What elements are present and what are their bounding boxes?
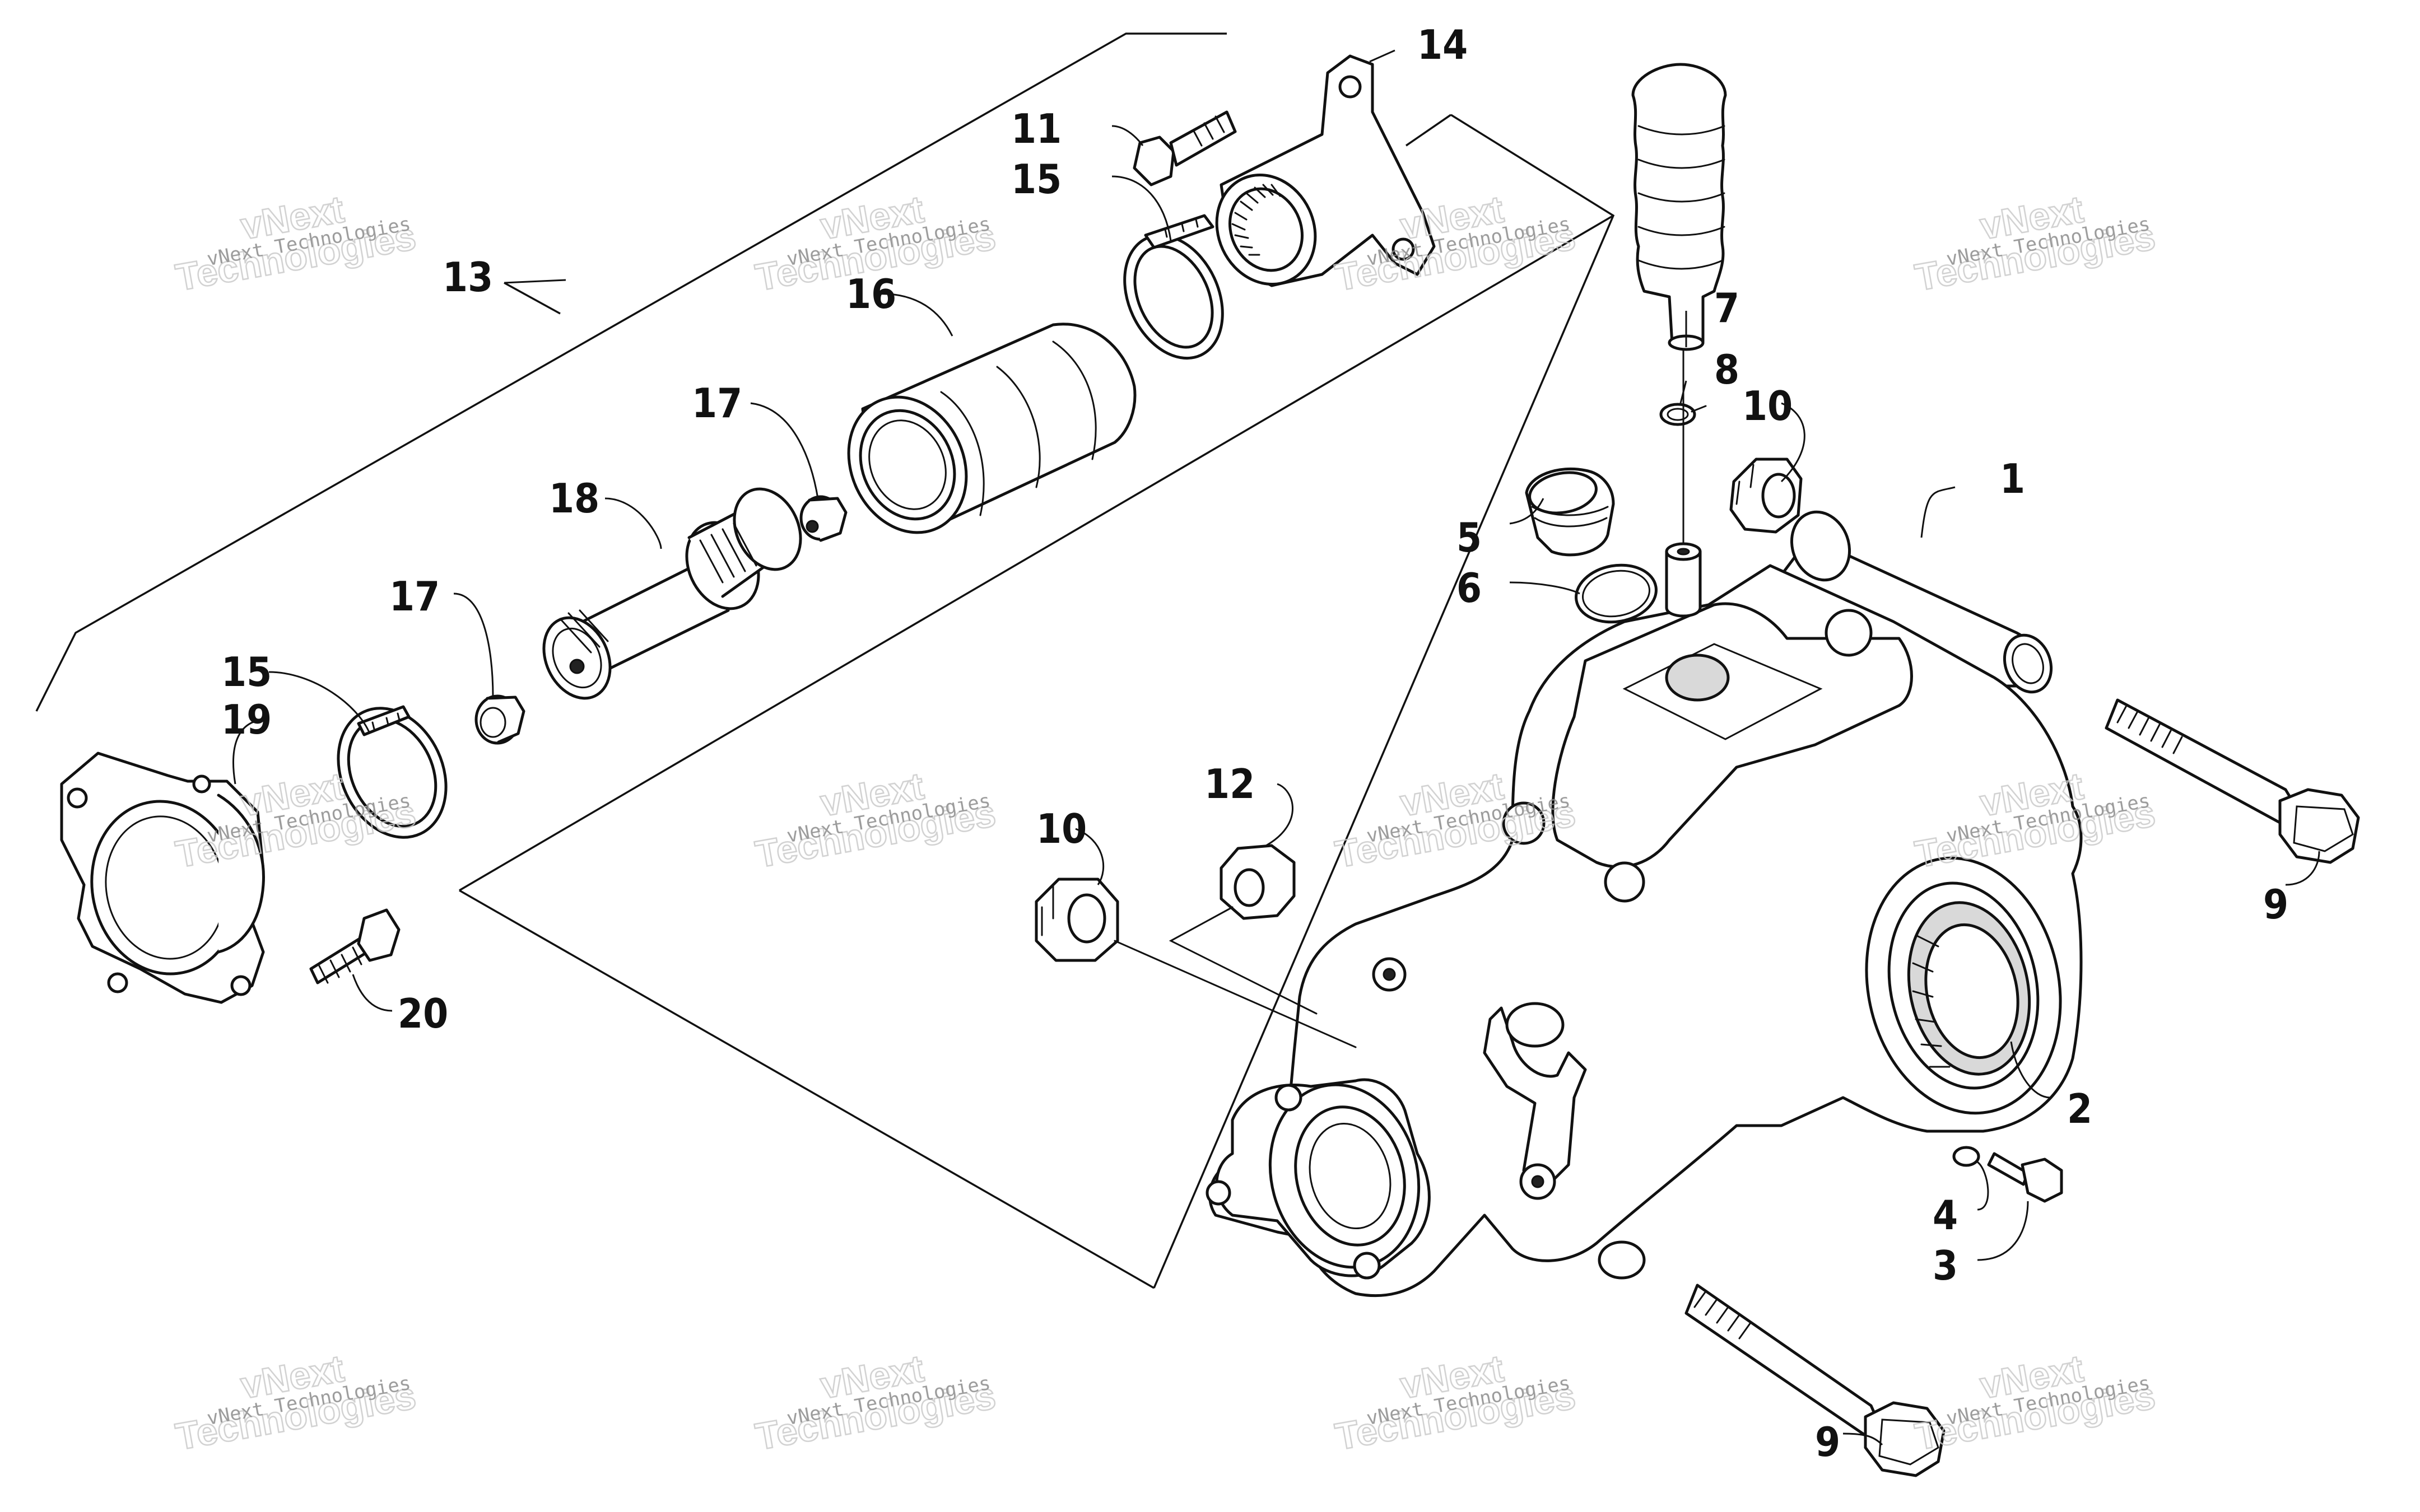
clamp-15-left xyxy=(337,705,448,839)
label-part-17-upper: 17 xyxy=(692,380,742,427)
label-part-15-upper: 15 xyxy=(1011,156,1062,203)
label-part-16: 16 xyxy=(846,270,896,318)
label-part-5: 5 xyxy=(1456,514,1482,561)
label-part-19: 19 xyxy=(221,696,272,743)
gear-housing xyxy=(1206,510,2083,1298)
label-part-12: 12 xyxy=(1204,760,1255,808)
label-part-3: 3 xyxy=(1933,1242,1958,1289)
drain-bolt-3 xyxy=(1987,1152,2063,1203)
clamp-15-upper xyxy=(1123,214,1224,360)
bearing-cap-17-upper xyxy=(799,495,848,542)
label-part-9-upper: 9 xyxy=(2263,881,2288,928)
label-part-4: 4 xyxy=(1933,1192,1958,1239)
yoke-flange xyxy=(1215,54,1436,287)
label-part-10-upper: 10 xyxy=(1742,382,1793,430)
spring-clip xyxy=(1659,403,1707,426)
label-part-7: 7 xyxy=(1714,284,1739,332)
watermark-r3c1: vNext Technologies vNext Technologies xyxy=(172,1346,420,1459)
label-part-14: 14 xyxy=(1417,21,1468,68)
bolt-20 xyxy=(309,908,401,984)
rubber-boot xyxy=(847,323,1137,534)
label-part-13: 13 xyxy=(443,254,493,301)
part-labels: 1 2 3 4 5 6 7 8 9 9 10 10 11 12 13 14 15… xyxy=(221,21,2288,1466)
label-part-1: 1 xyxy=(2000,455,2025,502)
label-part-10-left: 10 xyxy=(1036,805,1087,852)
pivot-bolt-9-lower xyxy=(1684,1284,1946,1477)
kit-13-bracket xyxy=(35,32,1615,1289)
o-ring xyxy=(1575,563,1658,624)
label-part-2: 2 xyxy=(2067,1085,2092,1132)
label-part-9-lower: 9 xyxy=(1815,1418,1840,1466)
watermark-r3c2: vNext Technologies vNext Technologies xyxy=(752,1346,999,1459)
bellows-boot xyxy=(1631,63,1727,351)
watermark-r3c4: vNext Technologies vNext Technologies xyxy=(1911,1346,2159,1459)
label-part-8: 8 xyxy=(1714,346,1739,393)
watermark-r3c3: vNext Technologies vNext Technologies xyxy=(1332,1346,1579,1459)
leader-lines xyxy=(232,49,2320,1446)
label-part-15-lower: 15 xyxy=(221,648,272,696)
label-part-20: 20 xyxy=(398,990,448,1037)
label-part-17-lower: 17 xyxy=(389,573,440,620)
castle-nut-10-left xyxy=(1035,878,1119,962)
plug xyxy=(1525,467,1615,557)
label-part-18: 18 xyxy=(549,475,599,522)
watermark-r2c2: vNext Technologies vNext Technologies xyxy=(752,764,999,876)
splined-shaft xyxy=(542,487,802,700)
watermark-r1c4: vNext Technologies vNext Technologies xyxy=(1911,187,2159,300)
washer-4 xyxy=(1952,1146,1980,1167)
bolt-11 xyxy=(1133,110,1237,186)
watermark-r1c1: vNext Technologies vNext Technologies xyxy=(172,187,420,300)
hex-nut-12 xyxy=(1220,844,1296,920)
bearing-cap-17-lower xyxy=(474,694,525,745)
castle-nut-10-upper xyxy=(1729,458,1803,534)
label-part-11: 11 xyxy=(1011,105,1062,152)
end-cap-flange xyxy=(60,752,265,1004)
label-part-6: 6 xyxy=(1456,564,1482,612)
pivot-bolt-9-upper xyxy=(2105,698,2360,864)
